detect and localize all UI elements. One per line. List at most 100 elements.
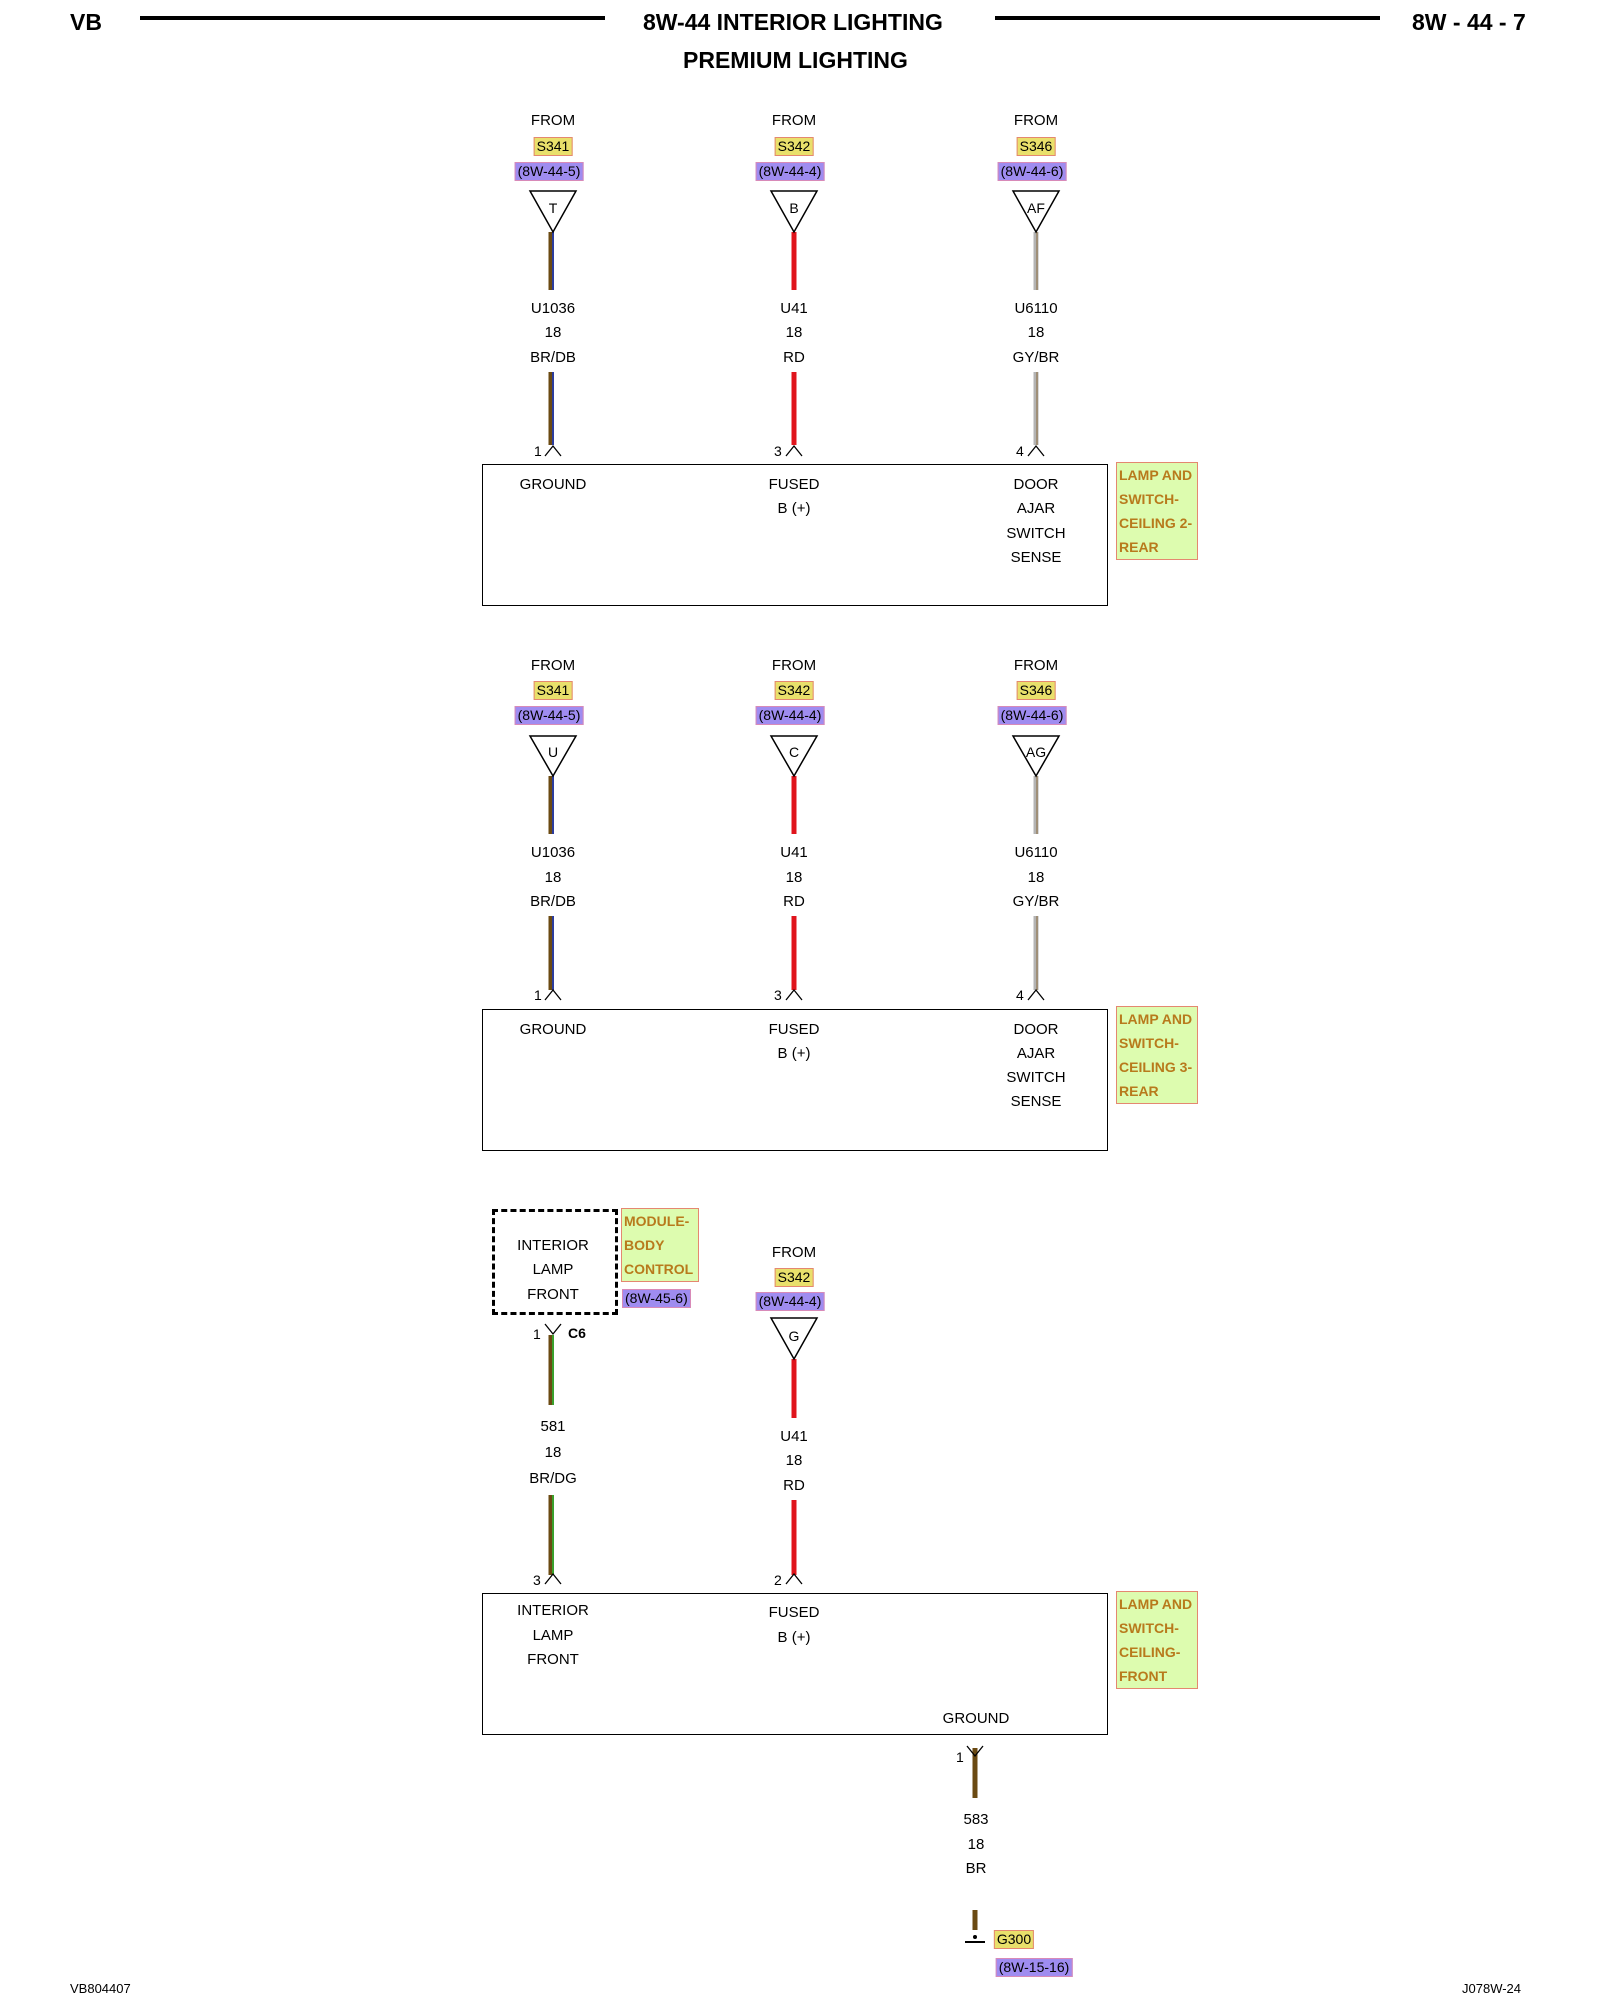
section3-splice-triangle-g [769, 1317, 819, 1361]
section1-wire-color-1: BR/DB [530, 349, 576, 366]
section1-splice-triangle-1 [528, 190, 578, 234]
section1-splice-link-1[interactable]: S341 [533, 137, 573, 156]
section3-splice-link[interactable]: S342 [774, 1268, 814, 1287]
section1-component-line-1: LAMP AND [1119, 467, 1193, 483]
section3-pin-chevron-2 [785, 1572, 803, 1585]
section1-component-line-4: REAR [1119, 539, 1159, 555]
section1-splice-letter-3: AF [1027, 200, 1045, 216]
section1-from-2: FROM [771, 112, 817, 129]
section1-page-ref-2[interactable]: (8W-44-4) [755, 162, 825, 181]
section1-func-3-line-4: SENSE [1010, 549, 1062, 566]
section1-pin-chevron-3 [1027, 444, 1045, 457]
section3-component-name[interactable]: LAMP AND SWITCH- CEILING- FRONT [1116, 1591, 1198, 1689]
body-control-module-name[interactable]: MODULE- BODY CONTROL [621, 1208, 699, 1282]
section2-splice-link-1[interactable]: S341 [533, 681, 573, 700]
section2-splice-link-2[interactable]: S342 [774, 681, 814, 700]
section3-ground-label: GROUND [942, 1710, 1010, 1727]
section1-pin-2: 3 [774, 443, 782, 459]
module-pin: 1 [533, 1326, 541, 1342]
section3-pin-chevron-3 [544, 1572, 562, 1585]
section1-splice-letter-1: T [548, 200, 558, 216]
section2-splice-link-3[interactable]: S346 [1016, 681, 1056, 700]
module-name-line-3: CONTROL [624, 1261, 694, 1277]
page-number: 8W - 44 - 7 [1412, 9, 1526, 35]
module-connector-id: C6 [568, 1325, 586, 1341]
section1-page-ref-1[interactable]: (8W-44-5) [514, 162, 584, 181]
section3-component-box [482, 1593, 1108, 1735]
section1-component-box [482, 464, 1108, 606]
section1-func-2-line-2: B (+) [777, 500, 811, 517]
wire-u41-color: RD [783, 1477, 805, 1494]
section2-wire-3 [1033, 776, 1039, 990]
section2-wire-color-2: RD [783, 893, 805, 910]
section1-component-line-2: SWITCH- [1119, 491, 1179, 507]
section1-gauge-2: 18 [785, 324, 803, 341]
section1-circuit-3: U6110 [1014, 300, 1058, 317]
section2-page-ref-1[interactable]: (8W-44-5) [514, 706, 584, 725]
section1-splice-link-2[interactable]: S342 [774, 137, 814, 156]
section1-pin-chevron-2 [785, 444, 803, 457]
section2-component-box [482, 1009, 1108, 1151]
section3-func-right-line-1: FUSED [768, 1604, 820, 1621]
ground-symbol [965, 1935, 985, 1943]
section2-func-3-line-2: AJAR [1016, 1045, 1056, 1062]
section1-func-2-line-1: FUSED [768, 476, 820, 493]
ground-page-ref[interactable]: (8W-15-16) [995, 1958, 1073, 1977]
section2-wire-color-3: GY/BR [1012, 893, 1060, 910]
section2-component-line-2: SWITCH- [1119, 1035, 1179, 1051]
footer-right: J078W-24 [1462, 1981, 1522, 1996]
ground-point-link[interactable]: G300 [993, 1930, 1035, 1949]
section2-func-2-line-1: FUSED [768, 1021, 820, 1038]
wire-u41-gauge: 18 [785, 1452, 803, 1469]
section1-pin-chevron-1 [544, 444, 562, 457]
section2-wire-1 [548, 776, 554, 990]
section1-func-1-line-1: GROUND [519, 476, 587, 493]
section3-func-left-line-2: LAMP [532, 1627, 574, 1644]
section2-gauge-1: 18 [544, 869, 562, 886]
section3-from: FROM [771, 1244, 817, 1261]
module-name-line-1: MODULE- [624, 1213, 690, 1229]
body-control-module-box [492, 1209, 618, 1315]
wire-u41-circuit: U41 [780, 1428, 808, 1445]
section1-component-name[interactable]: LAMP AND SWITCH- CEILING 2- REAR [1116, 462, 1198, 560]
section2-component-name[interactable]: LAMP AND SWITCH- CEILING 3- REAR [1116, 1006, 1198, 1104]
section2-wire-color-1: BR/DB [530, 893, 576, 910]
section1-page-ref-3[interactable]: (8W-44-6) [997, 162, 1067, 181]
section2-func-1-line-1: GROUND [519, 1021, 587, 1038]
section2-splice-triangle-1 [528, 735, 578, 778]
footer-left: VB804407 [70, 1981, 131, 1996]
section1-splice-link-3[interactable]: S346 [1016, 137, 1056, 156]
section2-func-2-line-2: B (+) [777, 1045, 811, 1062]
section2-pin-3: 4 [1016, 987, 1024, 1003]
ground-wire-pin: 1 [956, 1749, 964, 1765]
section2-component-line-3: CEILING 3- [1119, 1059, 1193, 1075]
module-func-line-3: FRONT [527, 1286, 579, 1303]
section2-page-ref-3[interactable]: (8W-44-6) [997, 706, 1067, 725]
section3-connector-chevron-c6 [544, 1323, 562, 1336]
header-left: VB [70, 9, 102, 35]
section2-page-ref-2[interactable]: (8W-44-4) [755, 706, 825, 725]
section2-splice-letter-2: C [788, 744, 800, 760]
section1-gauge-3: 18 [1027, 324, 1045, 341]
module-page-ref[interactable]: (8W-45-6) [622, 1289, 691, 1308]
module-func-line-1: INTERIOR [517, 1237, 589, 1254]
wire-583-gauge: 18 [967, 1836, 985, 1853]
section3-component-line-4: FRONT [1119, 1668, 1168, 1684]
section1-pin-3: 4 [1016, 443, 1024, 459]
section3-component-line-1: LAMP AND [1119, 1596, 1193, 1612]
section1-wire-1 [548, 232, 554, 445]
section2-func-3-line-1: DOOR [1013, 1021, 1059, 1038]
section2-splice-triangle-2 [769, 735, 819, 778]
wire-581-circuit: 581 [540, 1418, 566, 1435]
section2-gauge-2: 18 [785, 869, 803, 886]
section2-pin-chevron-2 [785, 988, 803, 1001]
section1-wire-color-3: GY/BR [1012, 349, 1060, 366]
wire-581-color: BR/DG [529, 1470, 577, 1487]
section2-from-2: FROM [771, 657, 817, 674]
wire-583-color: BR [965, 1860, 987, 1877]
section1-wire-3 [1033, 232, 1039, 445]
section2-component-line-1: LAMP AND [1119, 1011, 1193, 1027]
section2-from-1: FROM [530, 657, 576, 674]
section2-circuit-1: U1036 [530, 844, 576, 861]
section3-page-ref[interactable]: (8W-44-4) [755, 1292, 825, 1311]
